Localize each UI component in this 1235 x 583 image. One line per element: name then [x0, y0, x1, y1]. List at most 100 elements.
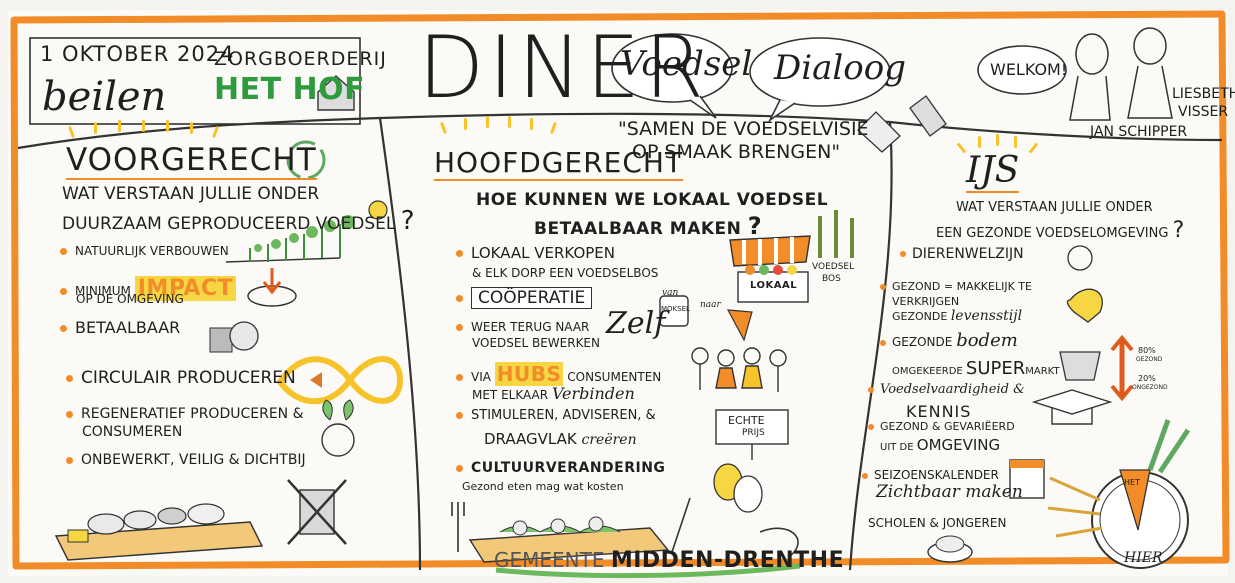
left-question-line-1: WAT VERSTAAN JULLIE ONDER [62, 184, 320, 204]
right-item-1: DIERENWELZIJN [900, 246, 1024, 262]
middle-item-5-text: STIMULEREN, ADVISEREN, & [471, 408, 656, 423]
middle-item-4-hubs: HUBS [494, 362, 564, 386]
left-question-text: DUURZAAM GEPRODUCEERD VOEDSEL [62, 214, 396, 234]
naar-label: naar [700, 300, 721, 310]
footer-gemeente: GEMEENTE [494, 548, 605, 572]
event-date: 1 OKTOBER 2024 [40, 42, 235, 66]
right-item-6: GEZOND & GEVARIËERD [868, 420, 1015, 433]
right-item-4-markt: MARKT [1025, 366, 1060, 377]
middle-item-5-draagvlak: DRAAGVLAK [484, 430, 577, 448]
middle-item-4-line-2: MET ELKAAR Verbinden [472, 384, 635, 403]
jar-label: MOKSEL [661, 305, 690, 313]
left-item-5: REGENERATIEF PRODUCEREN & [66, 406, 304, 422]
right-item-2-line-3: GEZONDE levensstijl [892, 308, 1022, 324]
right-item-2-gezonde: GEZONDE [892, 310, 948, 323]
bullet-dot [456, 324, 463, 331]
middle-item-6-line-2: Gezond eten mag wat kosten [462, 480, 624, 493]
bullet-dot [900, 251, 906, 257]
left-item-5-line-2: CONSUMEREN [82, 424, 183, 440]
footer-midden-drenthe: MIDDEN-DRENTHE [610, 548, 845, 573]
right-item-2-text: GEZOND = MAKKELIJK TE [892, 280, 1032, 293]
middle-item-1-line-2: & ELK DORP EEN VOEDSELBOS [472, 266, 659, 280]
right-item-7-text: SEIZOENSKALENDER [874, 468, 999, 482]
middle-item-5-line-2: DRAAGVLAK creëren [484, 430, 637, 448]
middle-question-mark: ? [747, 212, 763, 240]
right-item-5: Voedselvaardigheid & [868, 382, 1025, 397]
bullet-dot [880, 339, 886, 346]
middle-item-3: WEER TERUG NAAR [456, 320, 589, 334]
bullet-dot [868, 386, 874, 393]
bullet-dot [456, 464, 463, 472]
right-item-6-omgeving: OMGEVING [916, 436, 1001, 454]
middle-item-1-text: LOKAAL VERKOPEN [471, 244, 615, 262]
right-item-1-text: DIERENWELZIJN [912, 246, 1024, 262]
middle-item-5-creeren: creëren [581, 432, 637, 448]
left-item-4: CIRCULAIR PRODUCEREN [66, 368, 296, 388]
left-question-line-2: DUURZAAM GEPRODUCEERD VOEDSEL ? [62, 206, 415, 236]
event-place: beilen [42, 74, 167, 120]
middle-question-line-2: BETAALBAAR MAKEN ? [534, 212, 762, 240]
page-title: DINER [418, 18, 709, 118]
right-item-6-uit-de: UIT DE [880, 442, 914, 453]
right-question-line-1: WAT VERSTAAN JULLIE ONDER [956, 200, 1153, 215]
left-item-2-line-2: OP DE OMGEVING [76, 292, 184, 306]
left-item-5-text: REGENERATIEF PRODUCEREN & [81, 406, 304, 422]
bullet-dot [60, 248, 67, 255]
echte-prijs-line-1: ECHTE [728, 414, 765, 427]
venue-name: ZORGBOERDERIJ [214, 48, 387, 70]
bullet-dot [456, 374, 463, 381]
subtitle-line-2: OP SMAAK BRENGEN" [632, 141, 841, 163]
bullet-dot [862, 472, 868, 479]
right-item-3: GEZONDE bodem [880, 330, 1018, 351]
middle-item-3-emphasis: Zelf [606, 306, 666, 341]
right-item-2: GEZOND = MAKKELIJK TE [880, 280, 1032, 293]
middle-item-4-via: VIA [471, 370, 491, 384]
voedselbos-label-line-1: VOEDSEL [812, 262, 855, 272]
right-item-8: SCHOLEN & JONGEREN [868, 516, 1007, 530]
pct-unhealthy-label: ONGEZOND [1132, 384, 1168, 391]
logo-hier: HIER [1124, 550, 1163, 566]
pct-healthy-label: GEZOND [1136, 356, 1163, 363]
right-item-5-text: Voedselvaardigheid & [880, 382, 1025, 397]
right-item-3-text: GEZONDE [892, 335, 953, 349]
subtitle-line-1: "SAMEN DE VOEDSELVISIE [618, 118, 869, 140]
right-question-text: EEN GEZONDE VOEDSELOMGEVING [936, 226, 1169, 241]
left-item-2-emphasis: IMPACT [134, 276, 237, 301]
middle-question-line-1: HOE KUNNEN WE LOKAAL VOEDSEL [476, 190, 829, 210]
stall-label: LOKAAL [750, 280, 798, 291]
middle-item-5: STIMULEREN, ADVISEREN, & [456, 408, 656, 423]
middle-item-6: CULTUURVERANDERING [456, 460, 665, 476]
pct-unhealthy: 20% [1138, 374, 1156, 383]
middle-item-4: VIA HUBS CONSUMENTEN [456, 362, 661, 386]
left-item-3-text: BETAALBAAR [75, 318, 181, 337]
right-item-3-bodem: bodem [956, 330, 1018, 351]
venue-name-bold: HET HOF [214, 72, 366, 107]
right-item-4-super: SUPER [965, 358, 1026, 379]
middle-item-4-consumenten: CONSUMENTEN [567, 370, 662, 384]
left-item-1: NATUURLIJK VERBOUWEN [60, 244, 229, 258]
right-item-7: SEIZOENSKALENDER [862, 468, 999, 482]
section-title-hoofdgerecht: HOOFDGERECHT [434, 146, 684, 181]
right-item-4: OMGEKEERDE SUPERMARKT [892, 358, 1060, 379]
person-name-visser: VISSER [1178, 104, 1229, 120]
person-name-jan: JAN SCHIPPER [1090, 124, 1188, 140]
pct-healthy: 80% [1138, 346, 1156, 355]
dialog-word-voedsel: Voedsel [620, 44, 753, 84]
middle-question-text: BETAALBAAR MAKEN [534, 219, 742, 239]
echte-prijs-line-2: PRIJS [742, 428, 765, 438]
bullet-dot [66, 456, 73, 464]
bullet-dot [456, 250, 463, 257]
section-title-voorgerecht: VOORGERECHT [66, 142, 317, 180]
bullet-dot [66, 374, 73, 382]
middle-item-6-text: CULTUURVERANDERING [471, 460, 666, 476]
welcome-text: WELKOM! [990, 60, 1068, 79]
right-question-mark: ? [1172, 218, 1185, 243]
bullet-dot [456, 412, 463, 419]
bullet-dot [60, 325, 67, 332]
middle-item-1: LOKAAL VERKOPEN [456, 244, 615, 262]
left-item-4-text: CIRCULAIR PRODUCEREN [81, 368, 296, 388]
right-item-4-text: OMGEKEERDE [892, 366, 963, 377]
right-item-7-line-2: Zichtbaar maken [876, 482, 1023, 502]
